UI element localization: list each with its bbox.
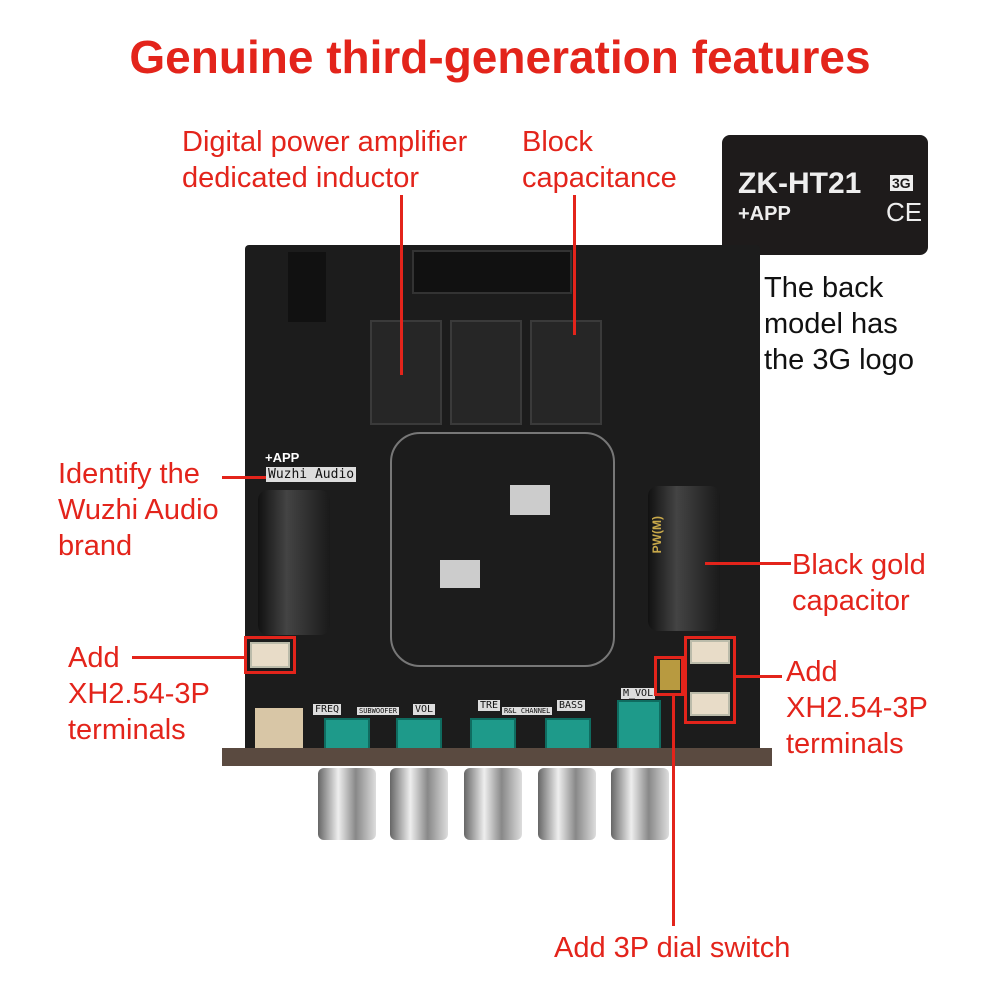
app-silk: +APP <box>265 450 300 465</box>
callout-line: terminals <box>786 728 904 760</box>
callout-line: Add <box>786 656 838 688</box>
knob <box>318 768 376 840</box>
leader-line <box>672 696 675 926</box>
leader-line <box>222 476 266 479</box>
pot-label-tre: TRE <box>478 700 501 711</box>
callout-line: Add <box>68 642 120 674</box>
knob <box>611 768 669 840</box>
callout-line: terminals <box>68 714 186 746</box>
callout-line: capacitor <box>792 585 910 617</box>
caption-line: model has <box>764 308 898 340</box>
pot-label-mvol: M_VOL <box>621 688 656 699</box>
highlight-box <box>244 636 296 674</box>
potentiometer-mvol <box>617 700 661 756</box>
caption-line: the 3G logo <box>764 344 914 376</box>
leader-line <box>736 675 782 678</box>
knob <box>390 768 448 840</box>
front-plate <box>222 748 772 766</box>
back-caption: The back model has the 3G logo <box>764 270 914 378</box>
pot-label-rl-channel: R&L CHANNEL <box>502 707 553 715</box>
page-title: Genuine third-generation features <box>129 31 871 83</box>
pot-label-freq: FREQ <box>313 704 342 715</box>
callout-line: brand <box>58 530 133 562</box>
leader-line <box>705 562 791 565</box>
xh-terminal-right-2 <box>690 692 730 716</box>
callout-line: Block <box>522 126 593 158</box>
leader-line <box>573 195 576 335</box>
dial-switch <box>660 660 680 690</box>
callout-line: Digital power amplifier <box>182 126 468 158</box>
callout-capacitance: Block capacitance <box>522 124 677 196</box>
callout-line: capacitance <box>522 162 677 194</box>
brand-silk: Wuzhi Audio <box>266 467 357 482</box>
3g-badge: 3G <box>890 175 913 191</box>
callout-line: XH2.54-3P <box>68 678 210 710</box>
knob <box>464 768 522 840</box>
amp-chip-area <box>390 432 615 667</box>
caption-line: The back <box>764 272 884 304</box>
callout-black-gold: Black gold capacitor <box>792 547 926 619</box>
callout-terminals-right: Add XH2.54-3P terminals <box>786 654 928 762</box>
app-text: +APP <box>738 203 791 225</box>
highlight-box <box>684 636 736 724</box>
leader-line <box>132 656 244 659</box>
callout-line: XH2.54-3P <box>786 692 928 724</box>
pot-label-bass: BASS <box>557 700 586 711</box>
callout-line: Wuzhi Audio <box>58 494 219 526</box>
dc-jack <box>288 252 326 322</box>
capacitor <box>258 490 330 635</box>
callout-brand: Identify the Wuzhi Audio brand <box>58 456 219 564</box>
inductor <box>530 320 602 425</box>
knob <box>538 768 596 840</box>
dsp-chip <box>440 560 480 588</box>
callout-inductor: Digital power amplifier dedicated induct… <box>182 124 467 196</box>
callout-terminals-left: Add XH2.54-3P terminals <box>68 640 210 748</box>
pot-label-vol: VOL <box>413 704 436 715</box>
xh-terminal-right-1 <box>690 640 730 664</box>
callout-dial-switch: Add 3P dial switch <box>554 932 791 964</box>
callout-line: dedicated inductor <box>182 162 419 194</box>
leader-line <box>400 195 403 375</box>
amp-chip <box>510 485 550 515</box>
inductor <box>370 320 442 425</box>
ce-mark: CE <box>886 197 923 227</box>
cap-print: PW(M) <box>650 516 664 554</box>
highlight-box <box>654 656 684 696</box>
model-name: ZK-HT21 <box>738 167 862 200</box>
pot-label-subwoofer: SUBWOOFER <box>357 707 399 715</box>
back-model-image: ZK-HT21 +APP 3G CE <box>722 135 928 255</box>
inductor <box>450 320 522 425</box>
xh-terminal-left <box>250 642 290 668</box>
black-gold-capacitor: PW(M) <box>648 486 720 631</box>
screw-terminal <box>412 250 572 294</box>
callout-line: Black gold <box>792 549 926 581</box>
usb-port <box>255 708 303 754</box>
callout-line: Identify the <box>58 458 200 490</box>
